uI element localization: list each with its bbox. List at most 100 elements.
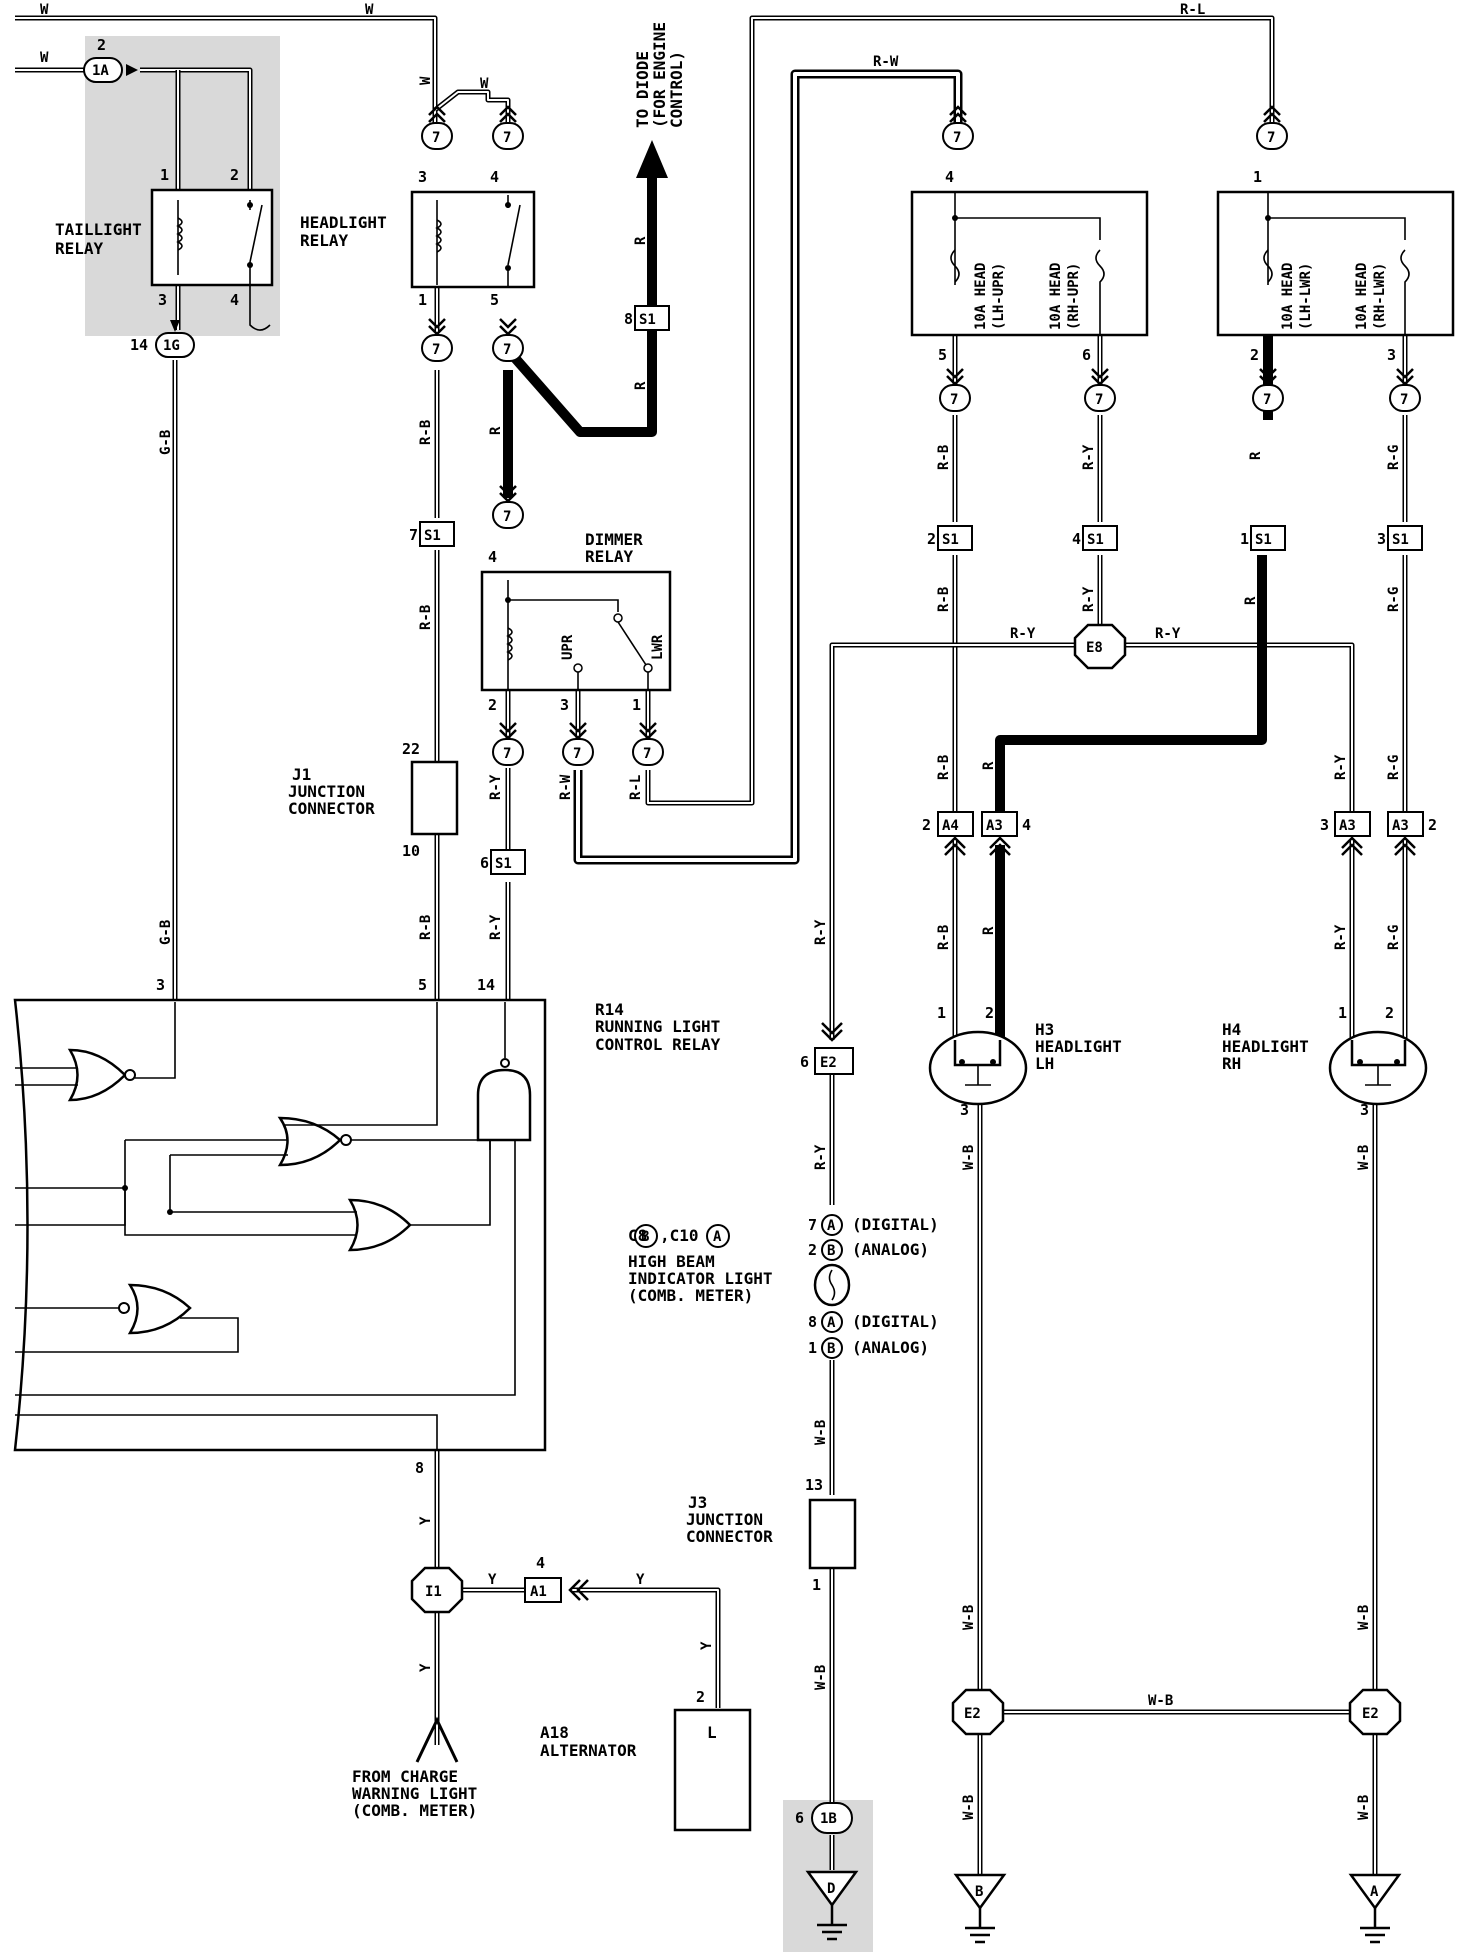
connector-1b xyxy=(811,1802,853,1834)
indicator-label: HIGH BEAM xyxy=(628,1252,715,1271)
connector-a1 xyxy=(524,1577,589,1603)
connector-1a-label: 1A xyxy=(92,63,109,79)
wire-color-label: R-Y xyxy=(813,1144,829,1170)
wire-color-label: Y xyxy=(488,1572,497,1588)
pin-label: 5 xyxy=(490,291,499,309)
wire-color-label: R-Y xyxy=(1081,586,1097,612)
ground-d-label: D xyxy=(827,1881,835,1897)
to-diode-label: TO DIODE xyxy=(633,51,652,128)
pin-label: 8 xyxy=(415,1459,424,1477)
splice-e2-lh xyxy=(951,1688,1005,1736)
pin-label: 1 xyxy=(808,1339,817,1357)
indicator-analog: (ANALOG) xyxy=(852,1338,929,1357)
wire-color-label: R-Y xyxy=(488,774,504,800)
pin-label: 6 xyxy=(795,1809,804,1827)
connector-a4-label: A4 xyxy=(942,818,959,834)
connector-7-label: 7 xyxy=(950,392,958,408)
splice-i1-label: I1 xyxy=(425,1584,442,1600)
connector-7: 7 xyxy=(1084,368,1116,412)
connector-s1: S18 xyxy=(624,305,670,331)
wire-color-label: R-Y xyxy=(1333,754,1349,780)
pin-numbers: 4 1 5 6 2 3 xyxy=(938,168,1396,364)
connector-7: 7 xyxy=(492,318,524,362)
wire-color-label: R-B xyxy=(936,925,952,950)
junction-j1-id: J1 xyxy=(292,765,311,784)
wire-color-label: R-L xyxy=(628,775,644,800)
alternator-label: ALTERNATOR xyxy=(540,1741,637,1760)
wire-color-label: W-B xyxy=(813,1420,829,1445)
indicator-code-a: A xyxy=(713,1229,722,1245)
pin-label: 2 xyxy=(927,530,936,548)
wire-color-label: R-Y xyxy=(1155,626,1181,642)
wire-color-label: G-B xyxy=(158,920,174,945)
pin-label: 3 xyxy=(158,291,167,309)
pin-label: 3 xyxy=(1360,1101,1369,1119)
ground-d xyxy=(805,1870,859,1941)
wire-color-label: R xyxy=(633,236,649,245)
wire-color-label: R-G xyxy=(1386,755,1402,780)
pin-label: 10 xyxy=(402,842,420,860)
wire-color-label: R xyxy=(981,761,997,770)
connector-s1: S12 xyxy=(927,525,973,551)
connector-7-label: 7 xyxy=(643,746,651,762)
dimmer-upr-label: UPR xyxy=(560,634,576,660)
pin-label: 3 xyxy=(560,696,569,714)
wire-color-label: R-G xyxy=(1386,587,1402,612)
wire-color-label: R-B xyxy=(936,445,952,470)
junction-j1-label-2: CONNECTOR xyxy=(288,799,375,818)
connector-7: 7 xyxy=(492,105,524,150)
from-charge-label-3: (COMB. METER) xyxy=(352,1801,477,1820)
splice-e2-label: E2 xyxy=(1362,1706,1379,1722)
splice-i1 xyxy=(410,1566,464,1614)
pin-label: 1 xyxy=(812,1576,821,1594)
wire-color-label: W-B xyxy=(813,1665,829,1690)
connector-a3-label: A3 xyxy=(1339,818,1356,834)
wire-color-label: R-W xyxy=(873,54,899,70)
pin-label: 6 xyxy=(480,854,489,872)
wire-color-label: W-B xyxy=(1356,1795,1372,1820)
wire-color-label: R-B xyxy=(936,755,952,780)
pin-label: 1 xyxy=(1240,530,1249,548)
wire-color-label: W-B xyxy=(961,1605,977,1630)
connector-1a xyxy=(83,57,138,83)
pin-label: 3 xyxy=(156,976,165,994)
pin-label: 2 xyxy=(230,166,239,184)
ground-b-label: B xyxy=(975,1884,983,1900)
connector-7-label: 7 xyxy=(1267,130,1275,146)
alternator-id: A18 xyxy=(540,1723,569,1742)
connector-7-label: 7 xyxy=(573,746,581,762)
connector-s1-label: S1 xyxy=(639,312,656,328)
splice-e2-rh xyxy=(1348,1688,1402,1736)
pin-label: 6 xyxy=(1082,346,1091,364)
pin-label: 2 xyxy=(1428,816,1437,834)
fuse-box-upr xyxy=(910,190,1149,337)
connector-s1: S17 xyxy=(409,521,455,547)
dimmer-relay-label: DIMMER xyxy=(585,530,643,549)
headlight-rh xyxy=(1328,1030,1428,1106)
junction-j3-label: JUNCTION xyxy=(686,1510,763,1529)
wire-color-label: W-B xyxy=(1356,1145,1372,1170)
from-charge-label-2: WARNING LIGHT xyxy=(352,1784,477,1803)
wire-color-label: Y xyxy=(699,1641,715,1650)
pin-label: 1 xyxy=(632,696,641,714)
fuse-rh-upr-label: 10A HEAD xyxy=(1048,263,1064,330)
wire-color-label: R-B xyxy=(418,605,434,630)
connector-s1-label: S1 xyxy=(424,528,441,544)
wire-color-label: W xyxy=(365,2,374,18)
fuse-lh-upr-label-2: (LH-UPR) xyxy=(991,263,1007,330)
dimmer-relay-label-2: RELAY xyxy=(585,547,634,566)
connector-s1-label: S1 xyxy=(1255,532,1272,548)
pin-label: 2 xyxy=(1385,1004,1394,1022)
pin-label: 7 xyxy=(808,1216,817,1234)
pin-label: 2 xyxy=(808,1241,817,1259)
pin-label: 2 xyxy=(1250,346,1259,364)
indicator-label-2: INDICATOR LIGHT xyxy=(628,1269,773,1288)
diode-arrow-icon xyxy=(636,140,668,178)
headlight-rh-id: H4 xyxy=(1222,1020,1241,1039)
pin-label: 1 xyxy=(418,291,427,309)
connector-7: 7 xyxy=(492,485,524,529)
wire-color-label: R-G xyxy=(1386,925,1402,950)
taillight-relay-label-2: RELAY xyxy=(55,239,104,258)
